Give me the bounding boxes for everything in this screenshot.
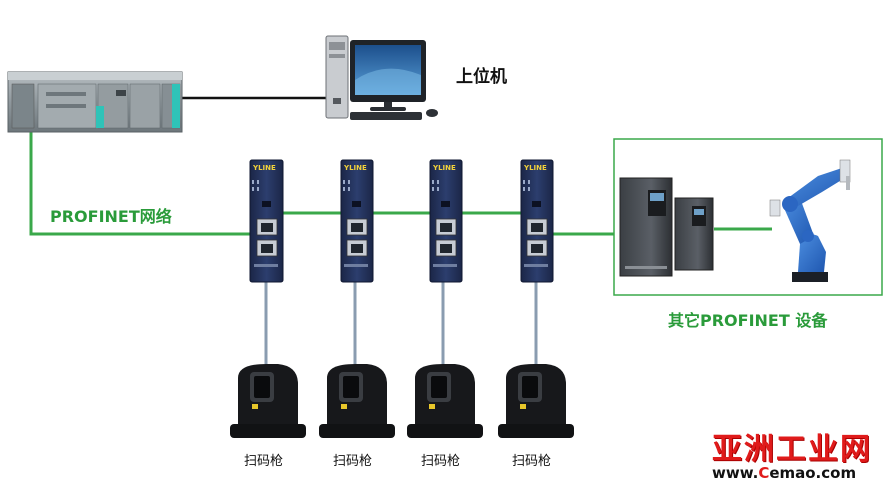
url-prefix: www.	[712, 464, 759, 482]
scanner-2-label: 扫码枪	[333, 454, 373, 469]
scanner-3-label: 扫码枪	[421, 454, 461, 469]
pc-keyboard	[350, 112, 422, 120]
site-watermark-logo: 亚洲工业网	[712, 432, 872, 467]
url-c: C	[758, 464, 770, 482]
other-devices-frame	[613, 138, 883, 296]
network-wires	[29, 96, 772, 364]
url-suffix: emao.com	[769, 464, 857, 482]
other-devices-label: 其它PROFINET 设备	[668, 311, 828, 330]
barcode-scanner-4	[498, 364, 574, 438]
site-watermark-url: www.Cemao.com	[712, 464, 856, 482]
host-pc	[325, 35, 438, 120]
gateway-module-3	[429, 159, 463, 283]
pc-mouse	[426, 109, 438, 117]
profinet-bus-line	[29, 130, 250, 236]
gateway-3-brand: YLINE	[433, 164, 456, 172]
barcode-scanner-2	[319, 364, 395, 438]
barcode-scanner-3	[407, 364, 483, 438]
gateway-2-brand: YLINE	[344, 164, 367, 172]
profinet-network-label: PROFINET网络	[50, 207, 172, 226]
industrial-robot-arm	[769, 159, 851, 282]
gateway-4-brand: YLINE	[524, 164, 547, 172]
gateway-1-brand: YLINE	[253, 164, 276, 172]
gateway-module-1	[249, 159, 284, 283]
gateway-module-4	[520, 159, 554, 283]
scanner-4-label: 扫码枪	[512, 454, 552, 469]
host-pc-label: 上位机	[456, 67, 507, 87]
scanner-1-label: 扫码枪	[244, 454, 284, 469]
gateway-module-2	[340, 159, 374, 283]
frequency-converter-large	[619, 177, 673, 277]
frequency-converter-small	[674, 197, 714, 271]
plc-controller	[7, 71, 183, 133]
barcode-scanner-1	[230, 364, 306, 438]
